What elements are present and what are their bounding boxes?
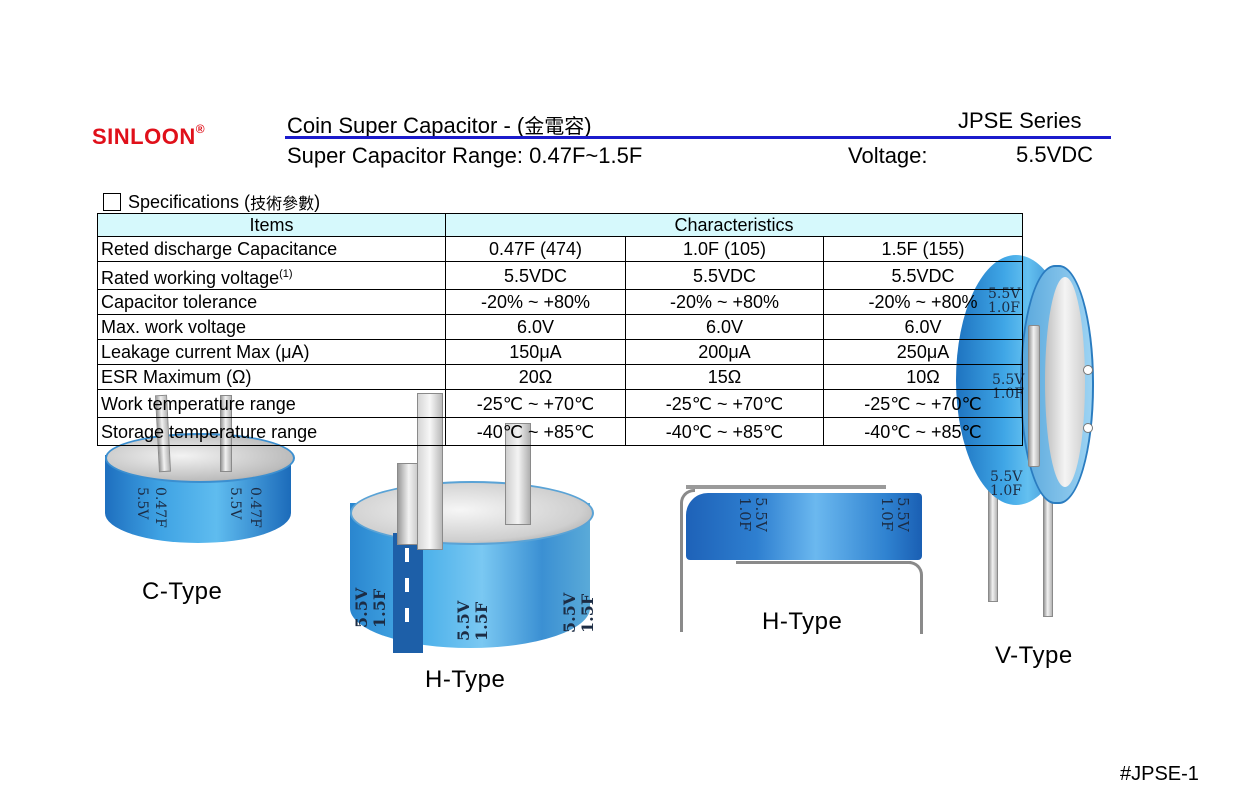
h-type-round-capacitor-image: 5.5V 1.5F 5.5V 1.5F 5.5V 1.5F	[345, 393, 597, 663]
specifications-heading: Specifications (技術參數)	[103, 190, 320, 214]
specifications-table: Items Characteristics Reted discharge Ca…	[97, 213, 1024, 446]
brand-logo: SINLOON®	[92, 122, 206, 149]
header-items: Items	[97, 213, 446, 237]
checkbox-square-icon	[103, 193, 121, 211]
row-item: Work temperature range	[97, 389, 446, 418]
row-value: -40℃ ~ +85℃	[625, 417, 824, 446]
row-value: 250μA	[822, 339, 1024, 365]
h-type-side-label: H-Type	[762, 608, 843, 635]
row-value: 6.0V	[625, 314, 824, 340]
table-row: Capacitor tolerance -20% ~ +80% -20% ~ +…	[97, 289, 1024, 315]
row-value: -20% ~ +80%	[822, 289, 1024, 315]
c-type-label: C-Type	[142, 578, 223, 605]
table-row: Storage temperature range -40℃ ~ +85℃ -4…	[97, 417, 1024, 446]
row-value: 6.0V	[822, 314, 1024, 340]
table-row: Leakage current Max (μA) 150μA 200μA 250…	[97, 339, 1024, 365]
row-value: 20Ω	[445, 364, 626, 390]
voltage-value: 5.5VDC	[1016, 142, 1094, 167]
row-value: 5.5VDC	[822, 261, 1024, 290]
capacitance-range: Super Capacitor Range: 0.47F~1.5F	[287, 143, 643, 168]
row-item: Capacitor tolerance	[97, 289, 446, 315]
row-value: 1.5F (155)	[822, 236, 1024, 262]
row-value: 200μA	[625, 339, 824, 365]
page-title: Coin Super Capacitor - (金電容)	[287, 113, 592, 138]
table-row: Work temperature range -25℃ ~ +70℃ -25℃ …	[97, 389, 1024, 418]
row-value: 5.5VDC	[625, 261, 824, 290]
table-header-row: Items Characteristics	[97, 213, 1024, 237]
row-value: -20% ~ +80%	[445, 289, 626, 315]
row-value: -25℃ ~ +70℃	[445, 389, 626, 418]
row-value: 15Ω	[625, 364, 824, 390]
table-row: Max. work voltage 6.0V 6.0V 6.0V	[97, 314, 1024, 340]
row-value: 150μA	[445, 339, 626, 365]
row-value: -20% ~ +80%	[625, 289, 824, 315]
voltage-label: Voltage:	[848, 143, 928, 168]
row-value: 0.47F (474)	[445, 236, 626, 262]
row-item: ESR Maximum (Ω)	[97, 364, 446, 390]
row-value: 6.0V	[445, 314, 626, 340]
row-item: Rated working voltage(1)	[97, 261, 446, 290]
row-value: 5.5VDC	[445, 261, 626, 290]
row-item: Reted discharge Capacitance	[97, 236, 446, 262]
series-name: JPSE Series	[958, 108, 1082, 133]
header-characteristics: Characteristics	[444, 213, 1024, 237]
row-value: 1.0F (105)	[625, 236, 824, 262]
table-row: ESR Maximum (Ω) 20Ω 15Ω 10Ω	[97, 364, 1024, 390]
row-value: -40℃ ~ +85℃	[822, 417, 1024, 446]
h-type-round-label: H-Type	[425, 666, 506, 693]
title-rule	[285, 136, 1111, 139]
row-item: Storage temperature range	[97, 417, 446, 446]
row-value: 10Ω	[822, 364, 1024, 390]
document-code: #JPSE-1	[1120, 763, 1199, 785]
row-value: -25℃ ~ +70℃	[625, 389, 824, 418]
row-item: Max. work voltage	[97, 314, 446, 340]
table-row: Reted discharge Capacitance 0.47F (474) …	[97, 236, 1024, 262]
v-type-label: V-Type	[995, 642, 1073, 669]
table-row: Rated working voltage(1) 5.5VDC 5.5VDC 5…	[97, 261, 1024, 290]
footnote-marker: (1)	[279, 267, 293, 280]
row-item: Leakage current Max (μA)	[97, 339, 446, 365]
h-type-side-capacitor-image: 5.5V 1.0F 5.5V 1.0F	[676, 485, 926, 635]
row-value: -25℃ ~ +70℃	[822, 389, 1024, 418]
row-value: -40℃ ~ +85℃	[445, 417, 626, 446]
